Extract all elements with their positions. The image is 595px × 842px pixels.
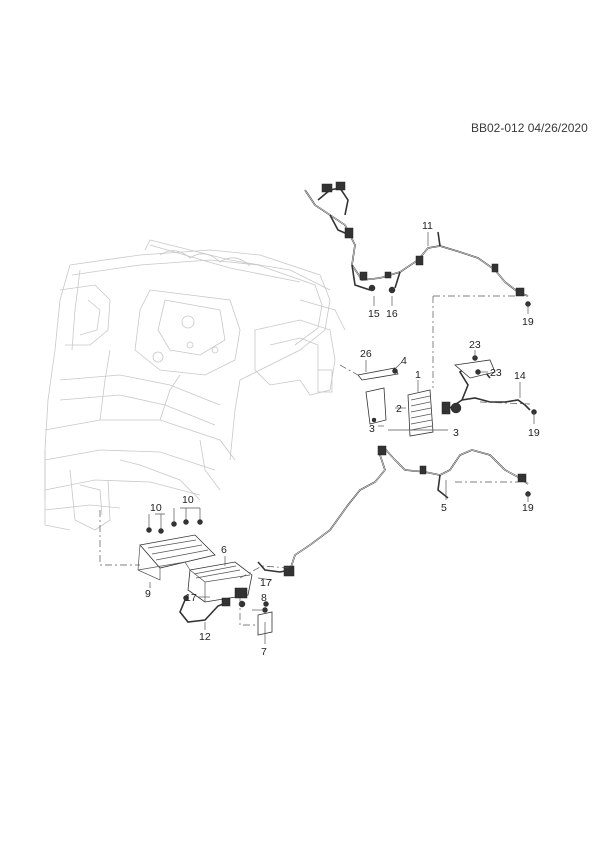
mounting-tray-9 bbox=[137, 534, 216, 581]
callout-10: 10 bbox=[182, 494, 194, 506]
callout-17: 17 bbox=[260, 577, 272, 589]
harness-5-main bbox=[257, 445, 529, 577]
callout-1: 1 bbox=[415, 369, 421, 381]
fasteners bbox=[146, 301, 537, 607]
callout-14: 14 bbox=[514, 370, 526, 382]
callout-3: 3 bbox=[453, 427, 459, 439]
inverter-module-6 bbox=[187, 561, 253, 608]
vehicle-body-structure bbox=[44, 239, 346, 531]
assembly-lines bbox=[99, 295, 531, 626]
callout-19: 19 bbox=[522, 316, 534, 328]
harness-12 bbox=[179, 597, 231, 623]
callout-23: 23 bbox=[490, 367, 502, 379]
callout-6: 6 bbox=[221, 544, 227, 556]
control-module-1-2 bbox=[357, 367, 434, 437]
callout-4: 4 bbox=[401, 355, 407, 367]
callout-7: 7 bbox=[261, 646, 267, 658]
callout-2: 2 bbox=[396, 403, 402, 415]
callout-19: 19 bbox=[522, 502, 534, 514]
callout-16: 16 bbox=[386, 308, 398, 320]
callout-9: 9 bbox=[145, 588, 151, 600]
diagram-reference-code: BB02-012 04/26/2020 bbox=[471, 121, 588, 135]
wiring-harness-11 bbox=[304, 181, 529, 297]
callout-23: 23 bbox=[469, 339, 481, 351]
callout-26: 26 bbox=[360, 348, 372, 360]
callout-5: 5 bbox=[441, 502, 447, 514]
callout-17: 17 bbox=[185, 592, 197, 604]
callout-10: 10 bbox=[150, 502, 162, 514]
callout-11: 11 bbox=[422, 220, 433, 232]
callout-15: 15 bbox=[368, 308, 380, 320]
callout-19: 19 bbox=[528, 427, 540, 439]
callout-labels: 11 15 16 19 23 23 14 26 4 1 2 3 3 19 5 1… bbox=[145, 220, 540, 658]
callout-8: 8 bbox=[261, 592, 267, 604]
leader-lines bbox=[148, 232, 535, 644]
harness-14-assembly bbox=[441, 359, 531, 415]
callout-3: 3 bbox=[369, 423, 375, 435]
callout-12: 12 bbox=[199, 631, 211, 643]
